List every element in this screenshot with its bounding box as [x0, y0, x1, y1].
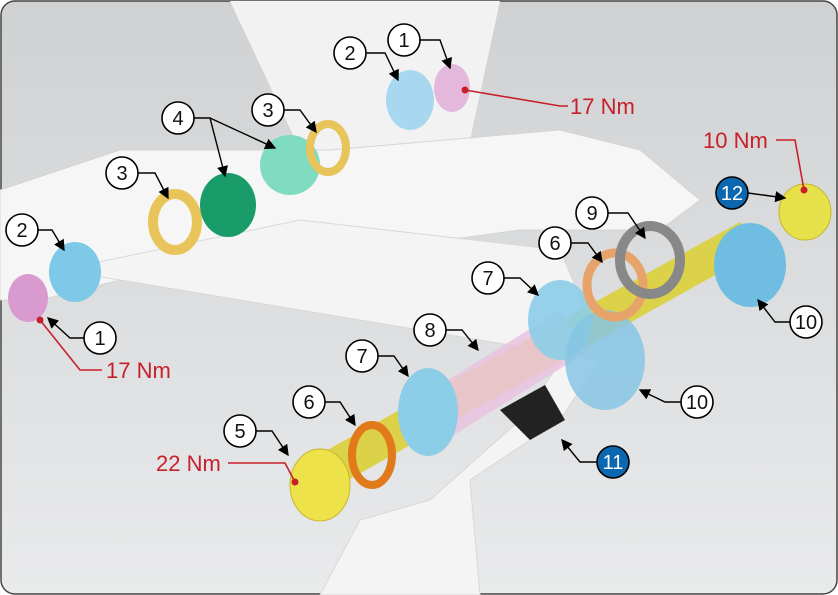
- callout-7-lower: 7: [345, 339, 379, 373]
- torque-label-left: 17 Nm: [106, 358, 171, 383]
- svg-text:3: 3: [262, 100, 273, 122]
- svg-text:10: 10: [795, 312, 817, 334]
- washer-3-mid: [306, 120, 350, 176]
- bolt-1-left: [8, 274, 48, 322]
- bearing-10-lower: [565, 310, 645, 410]
- callout-12: 12: [715, 176, 749, 210]
- callout-6-lower: 6: [292, 385, 326, 419]
- callout-11: 11: [596, 445, 630, 479]
- callout-10-lower: 10: [680, 385, 714, 419]
- bearing-7-lower: [398, 368, 458, 456]
- torque-label-lower: 22 Nm: [156, 451, 221, 476]
- svg-text:9: 9: [586, 203, 597, 225]
- svg-text:3: 3: [116, 163, 127, 185]
- washer-3-left: [148, 189, 202, 255]
- svg-text:7: 7: [482, 268, 493, 290]
- svg-text:10: 10: [686, 392, 708, 414]
- svg-text:2: 2: [344, 43, 355, 65]
- callout-2-left: 2: [5, 213, 39, 247]
- callout-10-right: 10: [789, 305, 823, 339]
- callout-4: 4: [161, 101, 195, 135]
- torque-label-top: 17 Nm: [570, 94, 635, 119]
- bolt-11: [500, 385, 565, 440]
- callout-8: 8: [413, 313, 447, 347]
- callout-1-top: 1: [387, 23, 421, 57]
- svg-text:5: 5: [234, 421, 245, 443]
- svg-text:1: 1: [94, 328, 105, 350]
- bearing-2-top: [386, 70, 434, 130]
- bolt-5-head: [289, 448, 351, 522]
- svg-text:2: 2: [16, 220, 27, 242]
- washer-6-upper: [582, 248, 648, 322]
- torque-label-right: 10 Nm: [703, 128, 768, 153]
- bearing-2-left: [49, 242, 101, 302]
- callout-3-mid: 3: [251, 93, 285, 127]
- bushing-4-a: [200, 173, 256, 237]
- washer-6-lower: [348, 421, 396, 489]
- svg-text:6: 6: [303, 392, 314, 414]
- svg-text:11: 11: [603, 452, 624, 474]
- washer-9: [615, 221, 685, 299]
- svg-text:8: 8: [424, 320, 435, 342]
- svg-text:1: 1: [398, 30, 409, 52]
- callout-1-left: 1: [83, 321, 117, 355]
- bolt-1-top: [434, 64, 470, 112]
- svg-text:6: 6: [549, 233, 560, 255]
- callout-5: 5: [223, 414, 257, 448]
- callout-3-left: 3: [105, 156, 139, 190]
- callout-9: 9: [575, 196, 609, 230]
- svg-text:4: 4: [172, 108, 183, 130]
- callout-2-top: 2: [333, 36, 367, 70]
- bearing-10-right: [714, 223, 786, 307]
- svg-text:7: 7: [356, 346, 367, 368]
- callout-6-upper: 6: [538, 226, 572, 260]
- svg-text:12: 12: [721, 183, 743, 205]
- bolt-12: [778, 183, 832, 241]
- callout-7-upper: 7: [471, 261, 505, 295]
- bushing-4-b: [260, 135, 320, 195]
